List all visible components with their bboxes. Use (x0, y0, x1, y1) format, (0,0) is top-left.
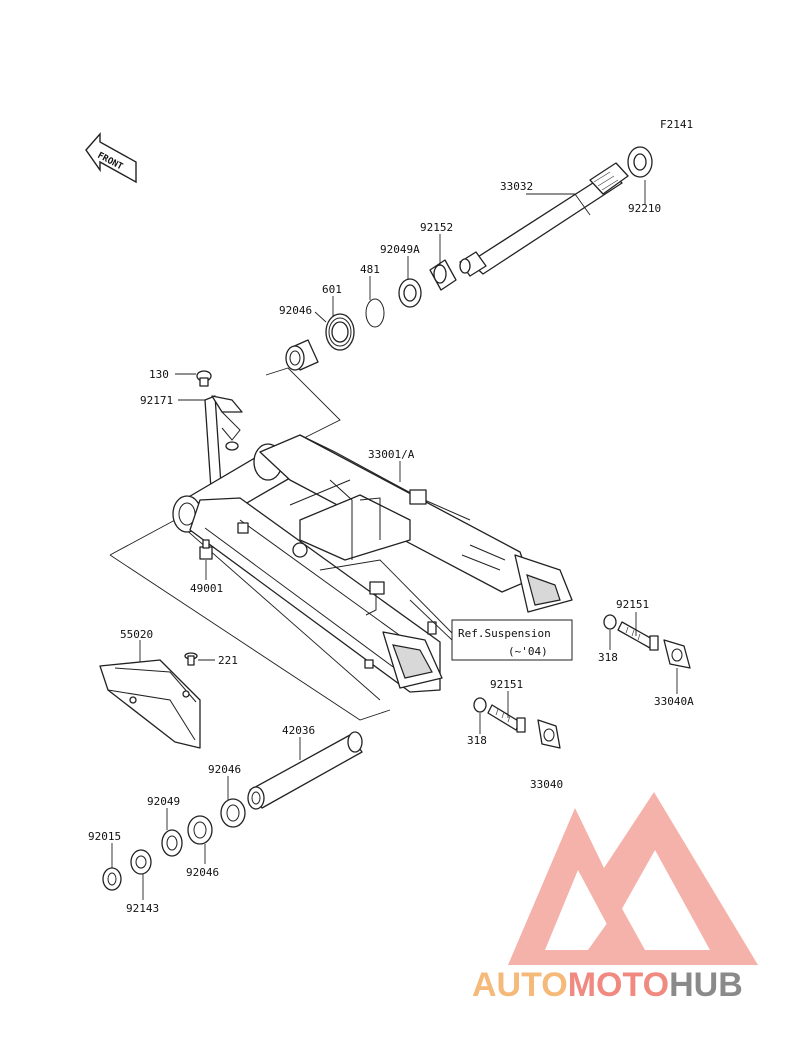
collar-92152 (429, 259, 457, 291)
callout-33032: 33032 (500, 180, 533, 193)
assembly-line-lower (109, 554, 391, 721)
pivot-nut (627, 146, 653, 178)
callout-92151-lower: 92151 (490, 678, 523, 691)
callout-92046-bottom: 92046 (186, 866, 219, 879)
figure-code: F2141 (660, 118, 693, 131)
callout-92046-top: 92046 (279, 304, 312, 317)
needle-bearing-top (285, 339, 319, 371)
callout-130: 130 (149, 368, 169, 381)
swing-arm (172, 434, 573, 693)
callout-labels: 33032 92210 92152 92049A 481 601 92046 1… (88, 180, 694, 915)
reference-note-box: Ref.Suspension (~'04) (319, 559, 573, 661)
reference-note-line2: (~'04) (508, 645, 548, 658)
callout-33001a: 33001/A (368, 448, 415, 461)
callout-42036: 42036 (282, 724, 315, 737)
svg-text:AUTOMOTOHUB: AUTOMOTOHUB (472, 966, 743, 1004)
pivot-shaft (459, 162, 629, 277)
needle-bearing-bottom (187, 815, 213, 845)
assembly-line-top (265, 367, 341, 441)
oil-seal-92049a (398, 278, 422, 308)
callout-92151-right: 92151 (616, 598, 649, 611)
watermark-text-moto: MOTO (568, 966, 669, 1004)
callout-92015: 92015 (88, 830, 121, 843)
ball-bearing-601 (325, 313, 355, 351)
watermark-text-hub: HUB (669, 966, 743, 1004)
callout-601: 601 (322, 283, 342, 296)
callout-33040: 33040 (530, 778, 563, 791)
callout-92143: 92143 (126, 902, 159, 915)
reference-note-line1: Ref.Suspension (458, 627, 551, 640)
callout-92210: 92210 (628, 202, 661, 215)
callout-221: 221 (218, 654, 238, 667)
callout-92171: 92171 (140, 394, 173, 407)
cap-49001 (199, 539, 213, 560)
needle-bearing-mid (220, 798, 246, 828)
adjuster-lower (473, 697, 561, 749)
callout-318-lower: 318 (467, 734, 487, 747)
callout-318-right: 318 (598, 651, 618, 664)
callout-49001: 49001 (190, 582, 223, 595)
callout-92152: 92152 (420, 221, 453, 234)
collar-92143 (130, 849, 152, 875)
screw-221 (184, 652, 198, 666)
sleeve-42036 (247, 731, 363, 810)
watermark-text: AUTOMOTOHUB (472, 966, 743, 1004)
chain-guard (99, 659, 201, 749)
leader-lines (111, 180, 678, 900)
collar-92015 (102, 867, 122, 891)
callout-92046-mid: 92046 (208, 763, 241, 776)
watermark-logo (508, 792, 758, 965)
circlip-481 (365, 298, 385, 328)
front-arrow-icon: FRONT (85, 132, 137, 184)
oil-seal-92049 (161, 829, 183, 857)
callout-92049a: 92049A (380, 243, 420, 256)
callout-33040a: 33040A (654, 695, 694, 708)
callout-92049: 92049 (147, 795, 180, 808)
callout-55020: 55020 (120, 628, 153, 641)
watermark-text-auto: AUTO (472, 966, 568, 1004)
callout-481: 481 (360, 263, 380, 276)
